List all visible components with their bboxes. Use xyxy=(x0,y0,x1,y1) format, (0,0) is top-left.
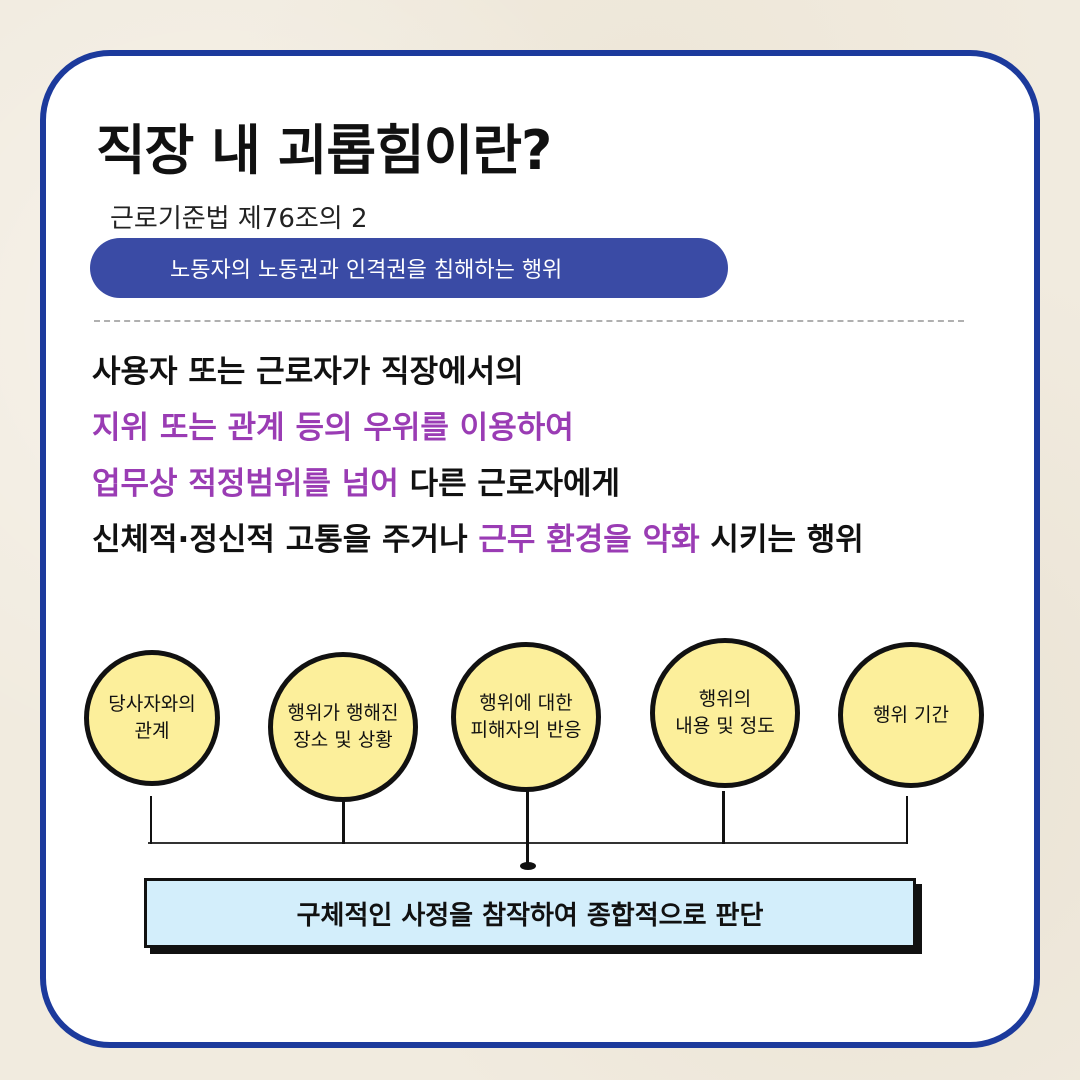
definition-line-2: 지위 또는 관계 등의 우위를 이용하여 xyxy=(92,410,574,446)
info-card: 직장 내 괴롭힘이란? 근로기준법 제76조의 2 노동자의 노동권과 인격권을… xyxy=(40,50,1040,1048)
law-reference: 근로기준법 제76조의 2 xyxy=(110,204,368,234)
definition-line-3-rest: 다른 근로자에게 xyxy=(398,466,621,502)
criterion-4-line2: 내용 및 정도 xyxy=(675,715,775,737)
definition-line-1: 사용자 또는 근로자가 직장에서의 xyxy=(92,354,524,390)
page-title: 직장 내 괴롭힘이란? xyxy=(96,119,552,182)
stem-1 xyxy=(150,796,152,844)
definition-line-4-start: 신체적·정신적 고통을 주거나 xyxy=(92,522,479,558)
definition-line-3-highlight: 업무상 적정범위를 넘어 xyxy=(92,466,399,502)
criterion-3-line1: 행위에 대한 xyxy=(479,692,573,715)
conclusion-text: 구체적인 사정을 참작하여 종합적으로 판단 xyxy=(296,900,764,931)
summary-pill-text: 노동자의 노동권과 인격권을 침해하는 행위 xyxy=(170,258,563,283)
definition-line-4: 신체적·정신적 고통을 주거나 근무 환경을 악화 시키는 행위 xyxy=(92,514,864,559)
conclusion-box: 구체적인 사정을 참작하여 종합적으로 판단 xyxy=(144,878,916,948)
dashed-divider xyxy=(94,320,964,322)
criterion-4-line1: 행위의 xyxy=(698,688,752,711)
stem-center xyxy=(526,791,529,867)
stem-center-knob xyxy=(520,862,536,870)
criterion-5-line1: 행위 기간 xyxy=(873,703,949,726)
stem-4 xyxy=(722,791,725,844)
criterion-circle-5: 행위 기간 xyxy=(838,642,984,788)
stem-2 xyxy=(342,794,345,844)
criterion-2-line1: 행위가 행해진 xyxy=(287,702,399,725)
criterion-2-line2: 장소 및 상황 xyxy=(293,729,393,751)
definition-line-3: 업무상 적정범위를 넘어 다른 근로자에게 xyxy=(92,458,620,503)
stem-5 xyxy=(906,796,908,844)
criterion-1-line2: 관계 xyxy=(134,720,170,742)
definition-line-4-highlight: 근무 환경을 악화 xyxy=(478,522,700,558)
criterion-1-line1: 당사자와의 xyxy=(108,693,196,716)
definition-line-4-end: 시키는 행위 xyxy=(699,522,864,558)
criterion-3-line2: 피해자의 반응 xyxy=(470,719,582,741)
summary-pill: 노동자의 노동권과 인격권을 침해하는 행위 xyxy=(90,238,728,298)
